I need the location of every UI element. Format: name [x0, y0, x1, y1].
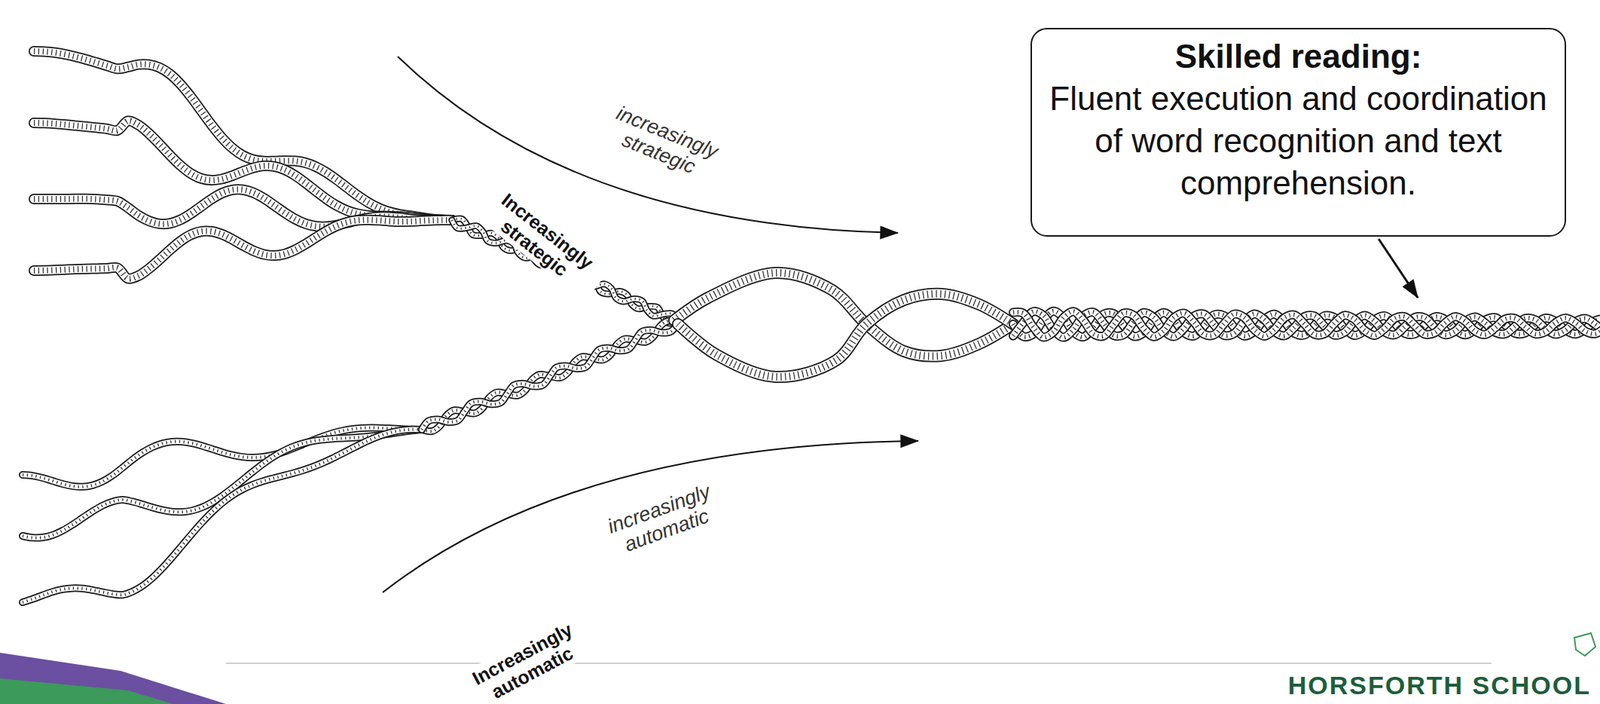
trend-arrow	[397, 56, 898, 233]
strand-fiber	[1013, 311, 1600, 337]
rope-strand	[1013, 311, 1600, 337]
strand-fill	[1013, 311, 1600, 337]
strand-outline	[1013, 311, 1600, 338]
strand-fiber	[22, 429, 422, 602]
footer-swoosh	[0, 677, 174, 704]
strand-fill	[674, 272, 1014, 357]
strand-fiber	[33, 219, 452, 279]
strand-fill	[22, 429, 422, 602]
strand-outline	[677, 293, 1014, 377]
callout-box: Skilled reading:Fluent execution and coo…	[1030, 27, 1567, 237]
strand-fiber	[421, 320, 678, 431]
rope-strand	[674, 272, 1014, 357]
rope-strand	[1013, 311, 1600, 337]
strand-fiber	[1013, 311, 1600, 337]
rope-group	[22, 51, 1600, 602]
strand-outline	[421, 320, 678, 431]
logo-icon	[1574, 632, 1596, 656]
strand-outline	[33, 120, 452, 220]
overlay-label: Increasingly automatic	[452, 609, 602, 704]
rope-strand	[421, 322, 678, 430]
callout-leader	[1378, 238, 1418, 298]
strand-fill	[421, 320, 678, 431]
trend-label: increasingly automatic	[589, 473, 737, 565]
callout-body: Fluent execution and coordination of wor…	[1045, 77, 1552, 205]
strand-fill	[421, 322, 678, 430]
overlay-label: Increasingly strategic	[470, 177, 612, 302]
rope-strand	[33, 120, 452, 220]
strand-outline	[421, 322, 678, 430]
strand-outline	[1013, 311, 1600, 337]
strand-fill	[1013, 311, 1600, 337]
footer-swoosh	[0, 652, 226, 704]
rope-strand	[677, 293, 1014, 377]
strand-fill	[33, 219, 452, 279]
rope-strand	[421, 320, 678, 431]
strand-fiber	[421, 322, 678, 430]
callout-heading: Skilled reading:	[1045, 35, 1552, 78]
strand-outline	[22, 429, 422, 602]
footer-rule	[225, 662, 1492, 664]
school-logo-text: HORSFORTH SCHOOL	[1288, 671, 1591, 700]
strand-fill	[1013, 311, 1600, 338]
strand-fiber	[1013, 311, 1600, 338]
rope-strand	[22, 429, 422, 602]
strand-fill	[677, 293, 1014, 377]
strand-fiber	[677, 293, 1014, 377]
strand-outline	[33, 219, 452, 279]
strand-fiber	[674, 272, 1014, 357]
rope-strand	[1013, 311, 1600, 338]
rope-strand	[33, 219, 452, 279]
trend-label: increasingly strategic	[589, 95, 736, 192]
strand-outline	[1013, 311, 1600, 337]
strand-fill	[33, 120, 452, 220]
strand-fiber	[33, 120, 452, 220]
trend-arrow	[382, 440, 919, 593]
strand-outline	[674, 272, 1014, 357]
